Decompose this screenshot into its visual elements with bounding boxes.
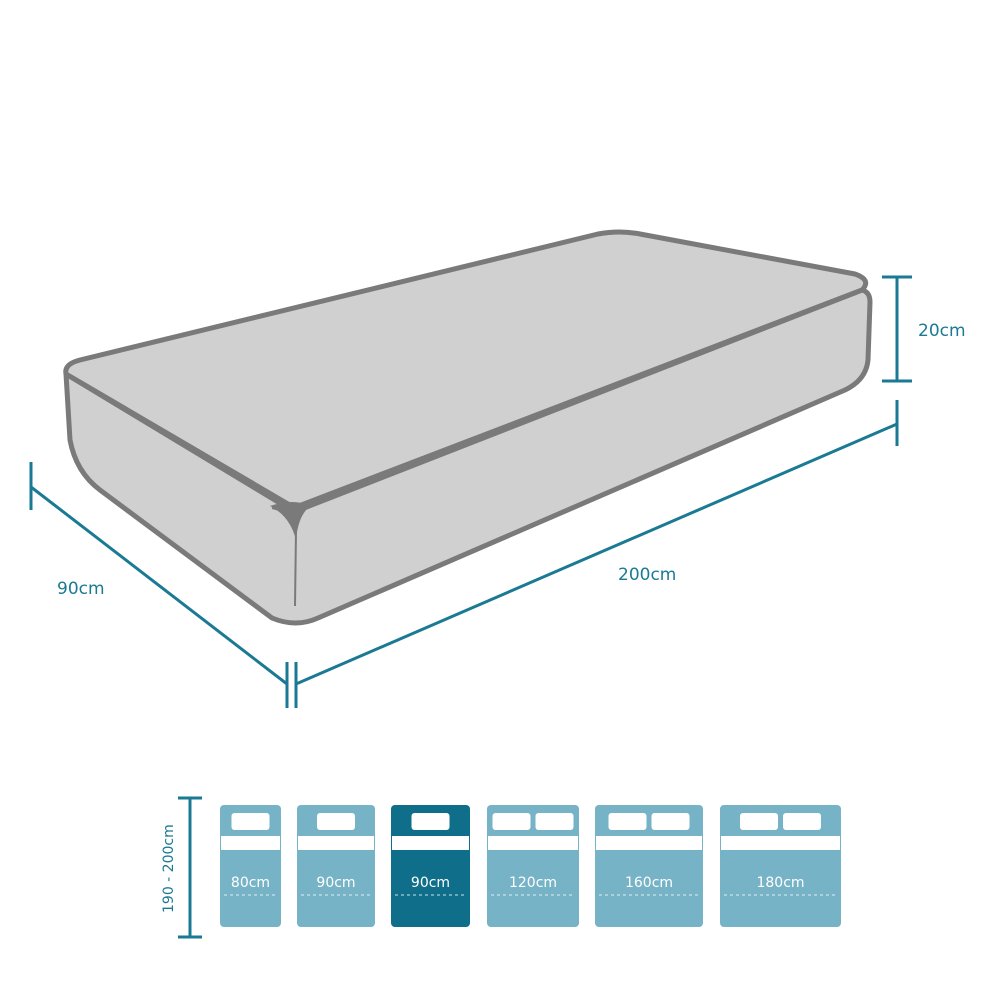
mattress-illustration — [63, 229, 873, 626]
bed-pillow — [783, 813, 821, 830]
bed-size-160cm[interactable]: 160cm — [595, 805, 703, 927]
bed-size-label: 90cm — [411, 875, 450, 891]
width-dimension — [29, 462, 289, 708]
size-guide-length-dimension — [178, 796, 202, 939]
bed-pillow — [535, 813, 574, 830]
mattress-corner-shadow — [270, 502, 310, 540]
size-guide-length-label: 190 - 200cm — [161, 824, 177, 913]
size-guide-beds: 80cm 90cm 90cm 120cm 160cm 180cm — [220, 805, 841, 927]
bed-frame — [720, 805, 841, 927]
bed-blanket-fold — [392, 836, 469, 850]
length-dimension — [294, 400, 899, 708]
bed-size-120cm[interactable]: 120cm — [487, 805, 579, 927]
bed-frame — [487, 805, 579, 927]
bed-blanket-fold — [721, 836, 840, 850]
bed-blanket-fold — [596, 836, 702, 850]
bed-blanket-fold — [488, 836, 578, 850]
height-dimension — [882, 275, 912, 383]
bed-blanket-fold — [221, 836, 280, 850]
bed-pillow — [651, 813, 690, 830]
bed-frame — [391, 805, 470, 927]
bed-size-label: 160cm — [625, 875, 673, 891]
width-label: 90cm — [57, 579, 105, 599]
bed-size-180cm[interactable]: 180cm — [720, 805, 841, 927]
bed-size-label: 90cm — [316, 875, 355, 891]
bed-size-80cm[interactable]: 80cm — [220, 805, 281, 927]
bed-pillow — [231, 813, 270, 830]
length-label: 200cm — [618, 565, 676, 585]
bed-frame — [220, 805, 281, 927]
bed-size-90cm-selected[interactable]: 90cm — [391, 805, 470, 927]
bed-size-label: 180cm — [756, 875, 804, 891]
bed-size-label: 80cm — [231, 875, 270, 891]
bed-pillow — [411, 813, 450, 830]
bed-pillow — [492, 813, 531, 830]
height-label: 20cm — [918, 321, 966, 341]
bed-blanket-fold — [298, 836, 374, 850]
bed-frame — [297, 805, 375, 927]
bed-pillow — [608, 813, 647, 830]
bed-size-90cm[interactable]: 90cm — [297, 805, 375, 927]
bed-frame — [595, 805, 703, 927]
bed-size-label: 120cm — [509, 875, 557, 891]
bed-pillow — [740, 813, 778, 830]
bed-pillow — [317, 813, 355, 830]
